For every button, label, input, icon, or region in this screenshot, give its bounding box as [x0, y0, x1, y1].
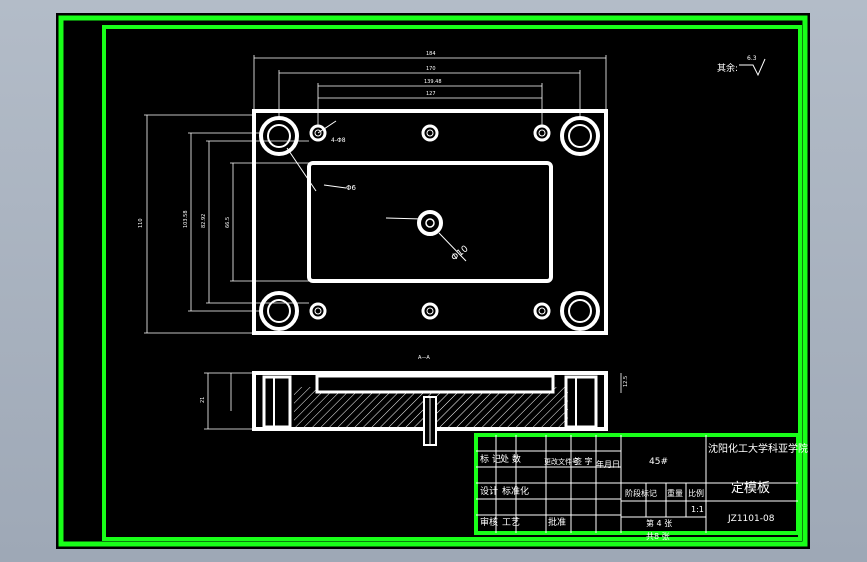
- label-guide: Φ6: [346, 184, 357, 192]
- dim-section-1: 21: [200, 397, 206, 403]
- tb-date: 年月日: [596, 459, 620, 469]
- top-view: 4-Φ8 Φ10 Φ6: [252, 109, 608, 335]
- guide-hole-tr: [560, 116, 600, 156]
- tb-r3-a: 设计: [480, 485, 498, 497]
- tb-company: 沈阳化工大学科亚学院: [708, 442, 808, 455]
- label-screw: 4-Φ8: [331, 137, 346, 144]
- outer-frame: [58, 15, 808, 547]
- top-dimensions: [253, 55, 607, 126]
- dim-left-4: 66.5: [225, 217, 231, 228]
- roughness-label: 其余:: [717, 62, 738, 74]
- tb-weight: 重量: [667, 488, 683, 498]
- inner-frame: [102, 25, 802, 541]
- tb-r1-b: 处 数: [500, 453, 521, 465]
- dim-left-2: 103.58: [183, 211, 189, 229]
- section-view: A—A 21 12.5: [200, 355, 629, 446]
- tb-scale-label: 比例: [688, 488, 704, 498]
- dim-top-3: 139.48: [424, 79, 442, 85]
- guide-hole-br: [560, 291, 600, 331]
- tb-sheet-no: 第 4 张: [646, 518, 672, 528]
- tb-approve: 批准: [548, 516, 566, 528]
- roughness-value: 6.3: [747, 55, 757, 62]
- title-block: 标 记 处 数 更改文件号 签 字 年月日 设计 标准化 审核 工艺 批准 45…: [474, 433, 808, 541]
- roughness-symbol: [739, 58, 766, 77]
- tb-r1-a: 标 记: [480, 453, 501, 465]
- tb-r4-a: 审核: [480, 516, 498, 528]
- leaders: [286, 120, 467, 262]
- dim-section-2: 12.5: [623, 376, 629, 387]
- guide-hole-bl: [259, 291, 299, 331]
- tb-stage: 阶段标记: [625, 488, 657, 498]
- cavity-pocket: [307, 161, 553, 283]
- left-dimensions: [144, 114, 309, 334]
- tb-r4-b: 工艺: [502, 517, 520, 528]
- tb-drawing-no: JZ1101-08: [727, 514, 775, 524]
- drawing-canvas[interactable]: 其余: 6.3: [56, 13, 810, 549]
- tb-sheet-count: 共8 张: [646, 532, 670, 541]
- dim-left-1: 110: [138, 218, 144, 228]
- tb-material: 45#: [649, 457, 668, 467]
- dim-top-2: 170: [426, 66, 436, 72]
- sprue-hole: [417, 210, 443, 236]
- screw-holes: [309, 124, 551, 320]
- dim-top-1: 184: [426, 51, 436, 57]
- tb-r2-a: 更改文件号: [544, 457, 579, 466]
- section-label: A—A: [418, 355, 430, 361]
- tb-r2-b: 签 字: [574, 456, 593, 466]
- tb-r3-b: 标准化: [502, 485, 529, 497]
- cad-drawing: 其余: 6.3: [58, 15, 808, 547]
- section-pocket: [315, 374, 555, 394]
- dim-left-3: 82.92: [201, 214, 207, 228]
- dim-top-4: 127: [426, 91, 436, 97]
- tb-scale: 1:1: [691, 505, 704, 514]
- tb-part-name: 定模板: [731, 481, 770, 496]
- guide-hole-tl: [259, 116, 299, 156]
- plate-outline: [252, 109, 608, 335]
